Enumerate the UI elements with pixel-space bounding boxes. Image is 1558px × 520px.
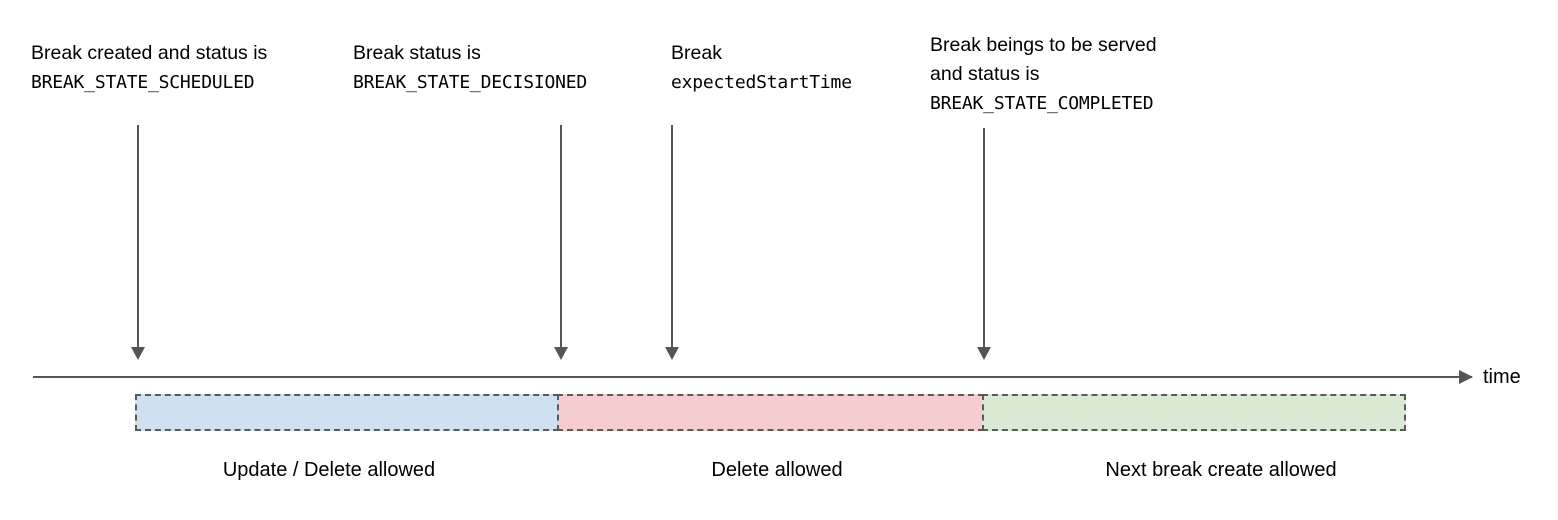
arrow-head-icon <box>131 347 145 360</box>
arrow-shaft <box>983 128 985 348</box>
annotation-line: Break beings to be served <box>930 34 1157 56</box>
annotation-break-expected-start: Break expectedStartTime <box>671 39 852 97</box>
phase-bar-delete-only <box>557 394 984 431</box>
time-axis-arrow-icon <box>1459 370 1473 384</box>
phase-caption-update-delete: Update / Delete allowed <box>222 459 436 481</box>
pointer-arrow-break-expected-start <box>664 125 680 360</box>
phase-bar-next-create <box>982 394 1406 431</box>
arrow-head-icon <box>665 347 679 360</box>
annotation-break-completed: Break beings to be served and status is … <box>930 31 1157 118</box>
annotation-line-code: BREAK_STATE_DECISIONED <box>353 72 588 93</box>
annotation-line: Break created and status is <box>31 42 268 64</box>
arrow-shaft <box>560 125 562 348</box>
annotation-break-decisioned: Break status is BREAK_STATE_DECISIONED <box>353 39 587 97</box>
time-axis-line <box>33 376 1472 378</box>
annotation-line: Break status is <box>353 42 481 64</box>
annotation-line: and status is <box>930 63 1040 85</box>
annotation-line-code: expectedStartTime <box>671 72 852 93</box>
annotation-line: Break <box>671 42 722 64</box>
time-axis-label: time <box>1483 366 1521 388</box>
phase-caption-next-create: Next break create allowed <box>1105 459 1337 481</box>
arrow-head-icon <box>977 347 991 360</box>
phase-bar-update-delete <box>135 394 559 431</box>
phase-caption-delete-only: Delete allowed <box>711 459 843 481</box>
annotation-line-code: BREAK_STATE_COMPLETED <box>930 93 1154 114</box>
pointer-arrow-break-created <box>130 125 146 360</box>
arrow-head-icon <box>554 347 568 360</box>
pointer-arrow-break-decisioned <box>553 125 569 360</box>
arrow-shaft <box>671 125 673 348</box>
arrow-shaft <box>137 125 139 348</box>
annotation-line-code: BREAK_STATE_SCHEDULED <box>31 72 255 93</box>
pointer-arrow-break-completed <box>976 128 992 360</box>
annotation-break-created: Break created and status is BREAK_STATE_… <box>31 39 267 97</box>
